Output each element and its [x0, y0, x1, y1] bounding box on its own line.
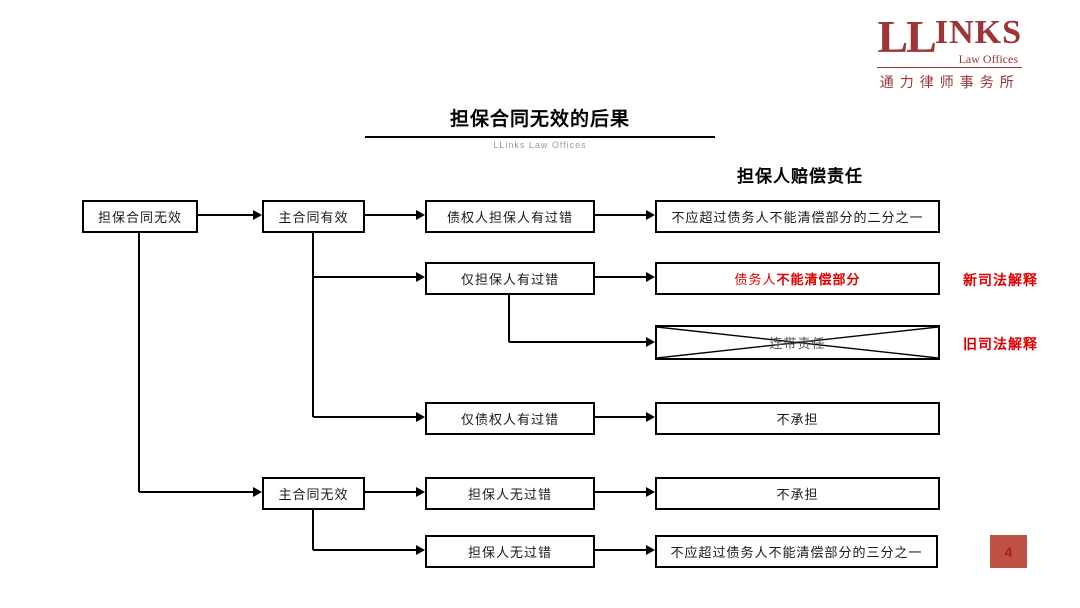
arrowhead-into-both-fault — [416, 210, 425, 220]
node-result-joint-liability-crossed: 连带责任 — [655, 325, 940, 360]
column-header: 担保人赔偿责任 — [737, 167, 863, 186]
arrowhead-into-joint-liability — [646, 337, 655, 347]
connector-both-fault-to-result — [595, 214, 647, 216]
connector-valid-to-creditor-fault — [313, 416, 417, 418]
title-subtitle: LLinks Law Offices — [493, 140, 587, 150]
node-result-not-liable-1: 不承担 — [655, 402, 940, 435]
node-only-guarantor-fault: 仅担保人有过错 — [425, 262, 595, 295]
connector-creditor-fault-to-result — [595, 416, 647, 418]
arrowhead-into-result-debtor — [646, 272, 655, 282]
node-result-one-half: 不应超过债务人不能清偿部分的二分之一 — [655, 200, 940, 233]
node-guarantor-no-fault-2: 担保人无过错 — [425, 535, 595, 568]
logo-inks-text: INKS — [934, 14, 1022, 51]
arrowhead-into-result-none2 — [646, 487, 655, 497]
connector-guarantor-fault-vertical — [508, 295, 510, 342]
cross-out-icon — [657, 327, 938, 358]
connector-valid-vertical — [312, 233, 314, 417]
connector-invalid-vertical — [312, 510, 314, 550]
node-only-creditor-fault: 仅债权人有过错 — [425, 402, 595, 435]
page-number-badge: 4 — [990, 535, 1027, 568]
connector-root-to-valid — [198, 214, 254, 216]
connector-no-fault2-to-result — [595, 549, 647, 551]
connector-valid-to-guarantor-fault — [313, 276, 417, 278]
page-number: 4 — [1004, 543, 1013, 560]
llinks-logo: LL INKS Law Offices 通力律师事务所 — [877, 14, 1022, 92]
connector-valid-to-both-fault — [365, 214, 417, 216]
llinks-logo-wordmark: LL INKS — [877, 14, 1022, 60]
arrowhead-into-result-none1 — [646, 412, 655, 422]
arrowhead-into-result-third — [646, 545, 655, 555]
connector-root-to-invalid — [139, 491, 254, 493]
logo-law-offices-text: Law Offices — [877, 52, 1022, 68]
connector-root-vertical — [138, 233, 140, 492]
arrowhead-into-guarantor-fault — [416, 272, 425, 282]
arrowhead-into-no-fault2 — [416, 545, 425, 555]
connector-invalid-to-no-fault1 — [365, 491, 417, 493]
logo-chinese-name: 通力律师事务所 — [879, 74, 1020, 90]
node-root: 担保合同无效 — [82, 200, 198, 233]
arrowhead-into-no-fault1 — [416, 487, 425, 497]
node-guarantor-no-fault-1: 担保人无过错 — [425, 477, 595, 510]
node-result-not-liable-2: 不承担 — [655, 477, 940, 510]
logo-ll-text: LL — [877, 11, 936, 62]
connector-invalid-to-no-fault2 — [313, 549, 417, 551]
label-new-judicial-interpretation: 新司法解释 — [963, 272, 1038, 288]
page-title: 担保合同无效的后果 — [449, 109, 630, 130]
node-result-debtor-unpaid: 债务人不能清偿部分 — [655, 262, 940, 295]
arrowhead-into-result-half — [646, 210, 655, 220]
label-old-judicial-interpretation: 旧司法解释 — [963, 336, 1038, 352]
node-result-one-third: 不应超过债务人不能清偿部分的三分之一 — [655, 535, 938, 568]
arrowhead-into-invalid — [253, 487, 262, 497]
arrowhead-into-creditor-fault — [416, 412, 425, 422]
arrowhead-into-valid — [253, 210, 262, 220]
result-debtor-emphasis: 不能清偿部分 — [776, 272, 861, 287]
result-debtor-prefix: 债务人 — [734, 272, 777, 287]
connector-guarantor-fault-to-result — [595, 276, 647, 278]
node-main-contract-invalid: 主合同无效 — [262, 477, 365, 510]
connector-guarantor-fault-to-joint — [509, 341, 647, 343]
result-joint-liability-text: 连带责任 — [769, 336, 826, 351]
node-both-at-fault: 债权人担保人有过错 — [425, 200, 595, 233]
node-main-contract-valid: 主合同有效 — [262, 200, 365, 233]
title-underline — [365, 136, 715, 138]
connector-no-fault1-to-result — [595, 491, 647, 493]
